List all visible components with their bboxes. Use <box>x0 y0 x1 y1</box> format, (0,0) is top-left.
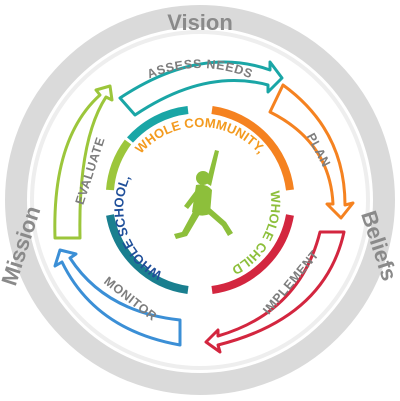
outer-ring <box>5 5 395 395</box>
vision-label: Vision <box>167 10 233 35</box>
plan-arrow <box>268 83 355 220</box>
inner-arc-red <box>211 214 294 294</box>
implement-arrow <box>204 230 346 354</box>
inner-arc-orange <box>211 106 294 191</box>
inner-arc-teal <box>127 106 189 143</box>
inner-arc-teal-bottom <box>106 214 189 294</box>
evaluate-arrow <box>53 84 114 240</box>
jumping-child-icon <box>174 150 233 239</box>
outer-ring-inner-edge <box>30 30 370 370</box>
inner-arc-green <box>106 139 132 191</box>
assess-needs-arrow <box>118 60 284 117</box>
monitor-arrow <box>53 248 182 347</box>
